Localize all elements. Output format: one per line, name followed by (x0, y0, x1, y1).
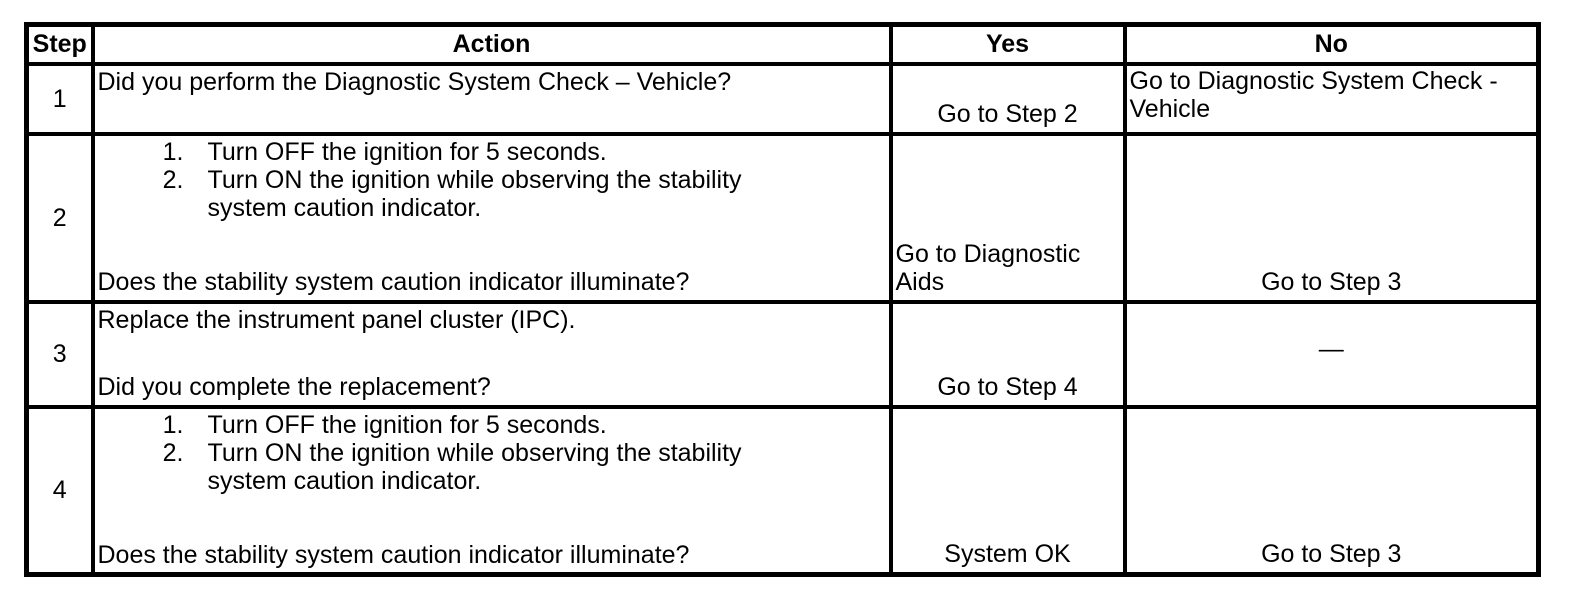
no-cell-dash: — (1122, 299, 1541, 409)
table-row-step-2: 2 1. Turn OFF the ignition for 5 seconds… (24, 131, 1541, 304)
action-step-item: 1. Turn OFF the ignition for 5 seconds. (162, 411, 881, 439)
action-step-item: 2. Turn ON the ignition while observing … (162, 166, 881, 222)
action-cell: Replace the instrument panel cluster (IP… (90, 299, 893, 409)
no-cell: Go to Diagnostic System Check - Vehicle (1122, 61, 1541, 136)
action-cell: 1. Turn OFF the ignition for 5 seconds. … (90, 131, 893, 304)
yes-cell: Go to Step 4 (888, 299, 1127, 409)
action-step-item: 1. Turn OFF the ignition for 5 seconds. (162, 138, 881, 166)
action-cell: Did you perform the Diagnostic System Ch… (90, 61, 893, 136)
col-header-yes: Yes (888, 22, 1127, 66)
table-row-step-1: 1 Did you perform the Diagnostic System … (24, 61, 1541, 136)
action-question: Does the stability system caution indica… (97, 267, 690, 296)
action-cell: 1. Turn OFF the ignition for 5 seconds. … (90, 404, 893, 577)
action-question: Does the stability system caution indica… (97, 540, 690, 569)
header-row: Step Action Yes No (24, 22, 1541, 66)
yes-cell: Go to Diagnostic Aids (888, 131, 1127, 304)
diagnostic-table-container: Step Action Yes No 1 Did you perform the… (24, 22, 1541, 577)
no-cell: Go to Step 3 (1122, 131, 1541, 304)
step-number: 4 (24, 404, 95, 577)
col-header-no: No (1122, 22, 1541, 66)
list-item-number: 2. (162, 165, 184, 194)
action-step-list: 1. Turn OFF the ignition for 5 seconds. … (162, 411, 881, 495)
list-item-number: 1. (162, 410, 184, 439)
step-number: 1 (24, 61, 95, 136)
list-item-number: 1. (162, 137, 184, 166)
action-step-list: 1. Turn OFF the ignition for 5 seconds. … (162, 138, 881, 222)
step-number: 2 (24, 131, 95, 304)
action-statement: Replace the instrument panel cluster (IP… (97, 305, 576, 334)
col-header-step: Step (24, 22, 95, 66)
action-question: Did you perform the Diagnostic System Ch… (97, 67, 732, 96)
yes-cell: System OK (888, 404, 1127, 577)
col-header-action: Action (90, 22, 893, 66)
action-question: Did you complete the replacement? (97, 372, 491, 401)
list-item-text: Turn ON the ignition while observing the… (207, 438, 742, 495)
table-row-step-4: 4 1. Turn OFF the ignition for 5 seconds… (24, 404, 1541, 577)
list-item-text: Turn OFF the ignition for 5 seconds. (207, 137, 607, 166)
list-item-number: 2. (162, 438, 184, 467)
action-step-item: 2. Turn ON the ignition while observing … (162, 439, 881, 495)
table-row-step-3: 3 Replace the instrument panel cluster (… (24, 299, 1541, 409)
step-number: 3 (24, 299, 95, 409)
no-cell: Go to Step 3 (1122, 404, 1541, 577)
yes-cell: Go to Step 2 (888, 61, 1127, 136)
diagnostic-steps-table: Step Action Yes No 1 Did you perform the… (24, 22, 1541, 577)
list-item-text: Turn ON the ignition while observing the… (207, 165, 742, 222)
list-item-text: Turn OFF the ignition for 5 seconds. (207, 410, 607, 439)
